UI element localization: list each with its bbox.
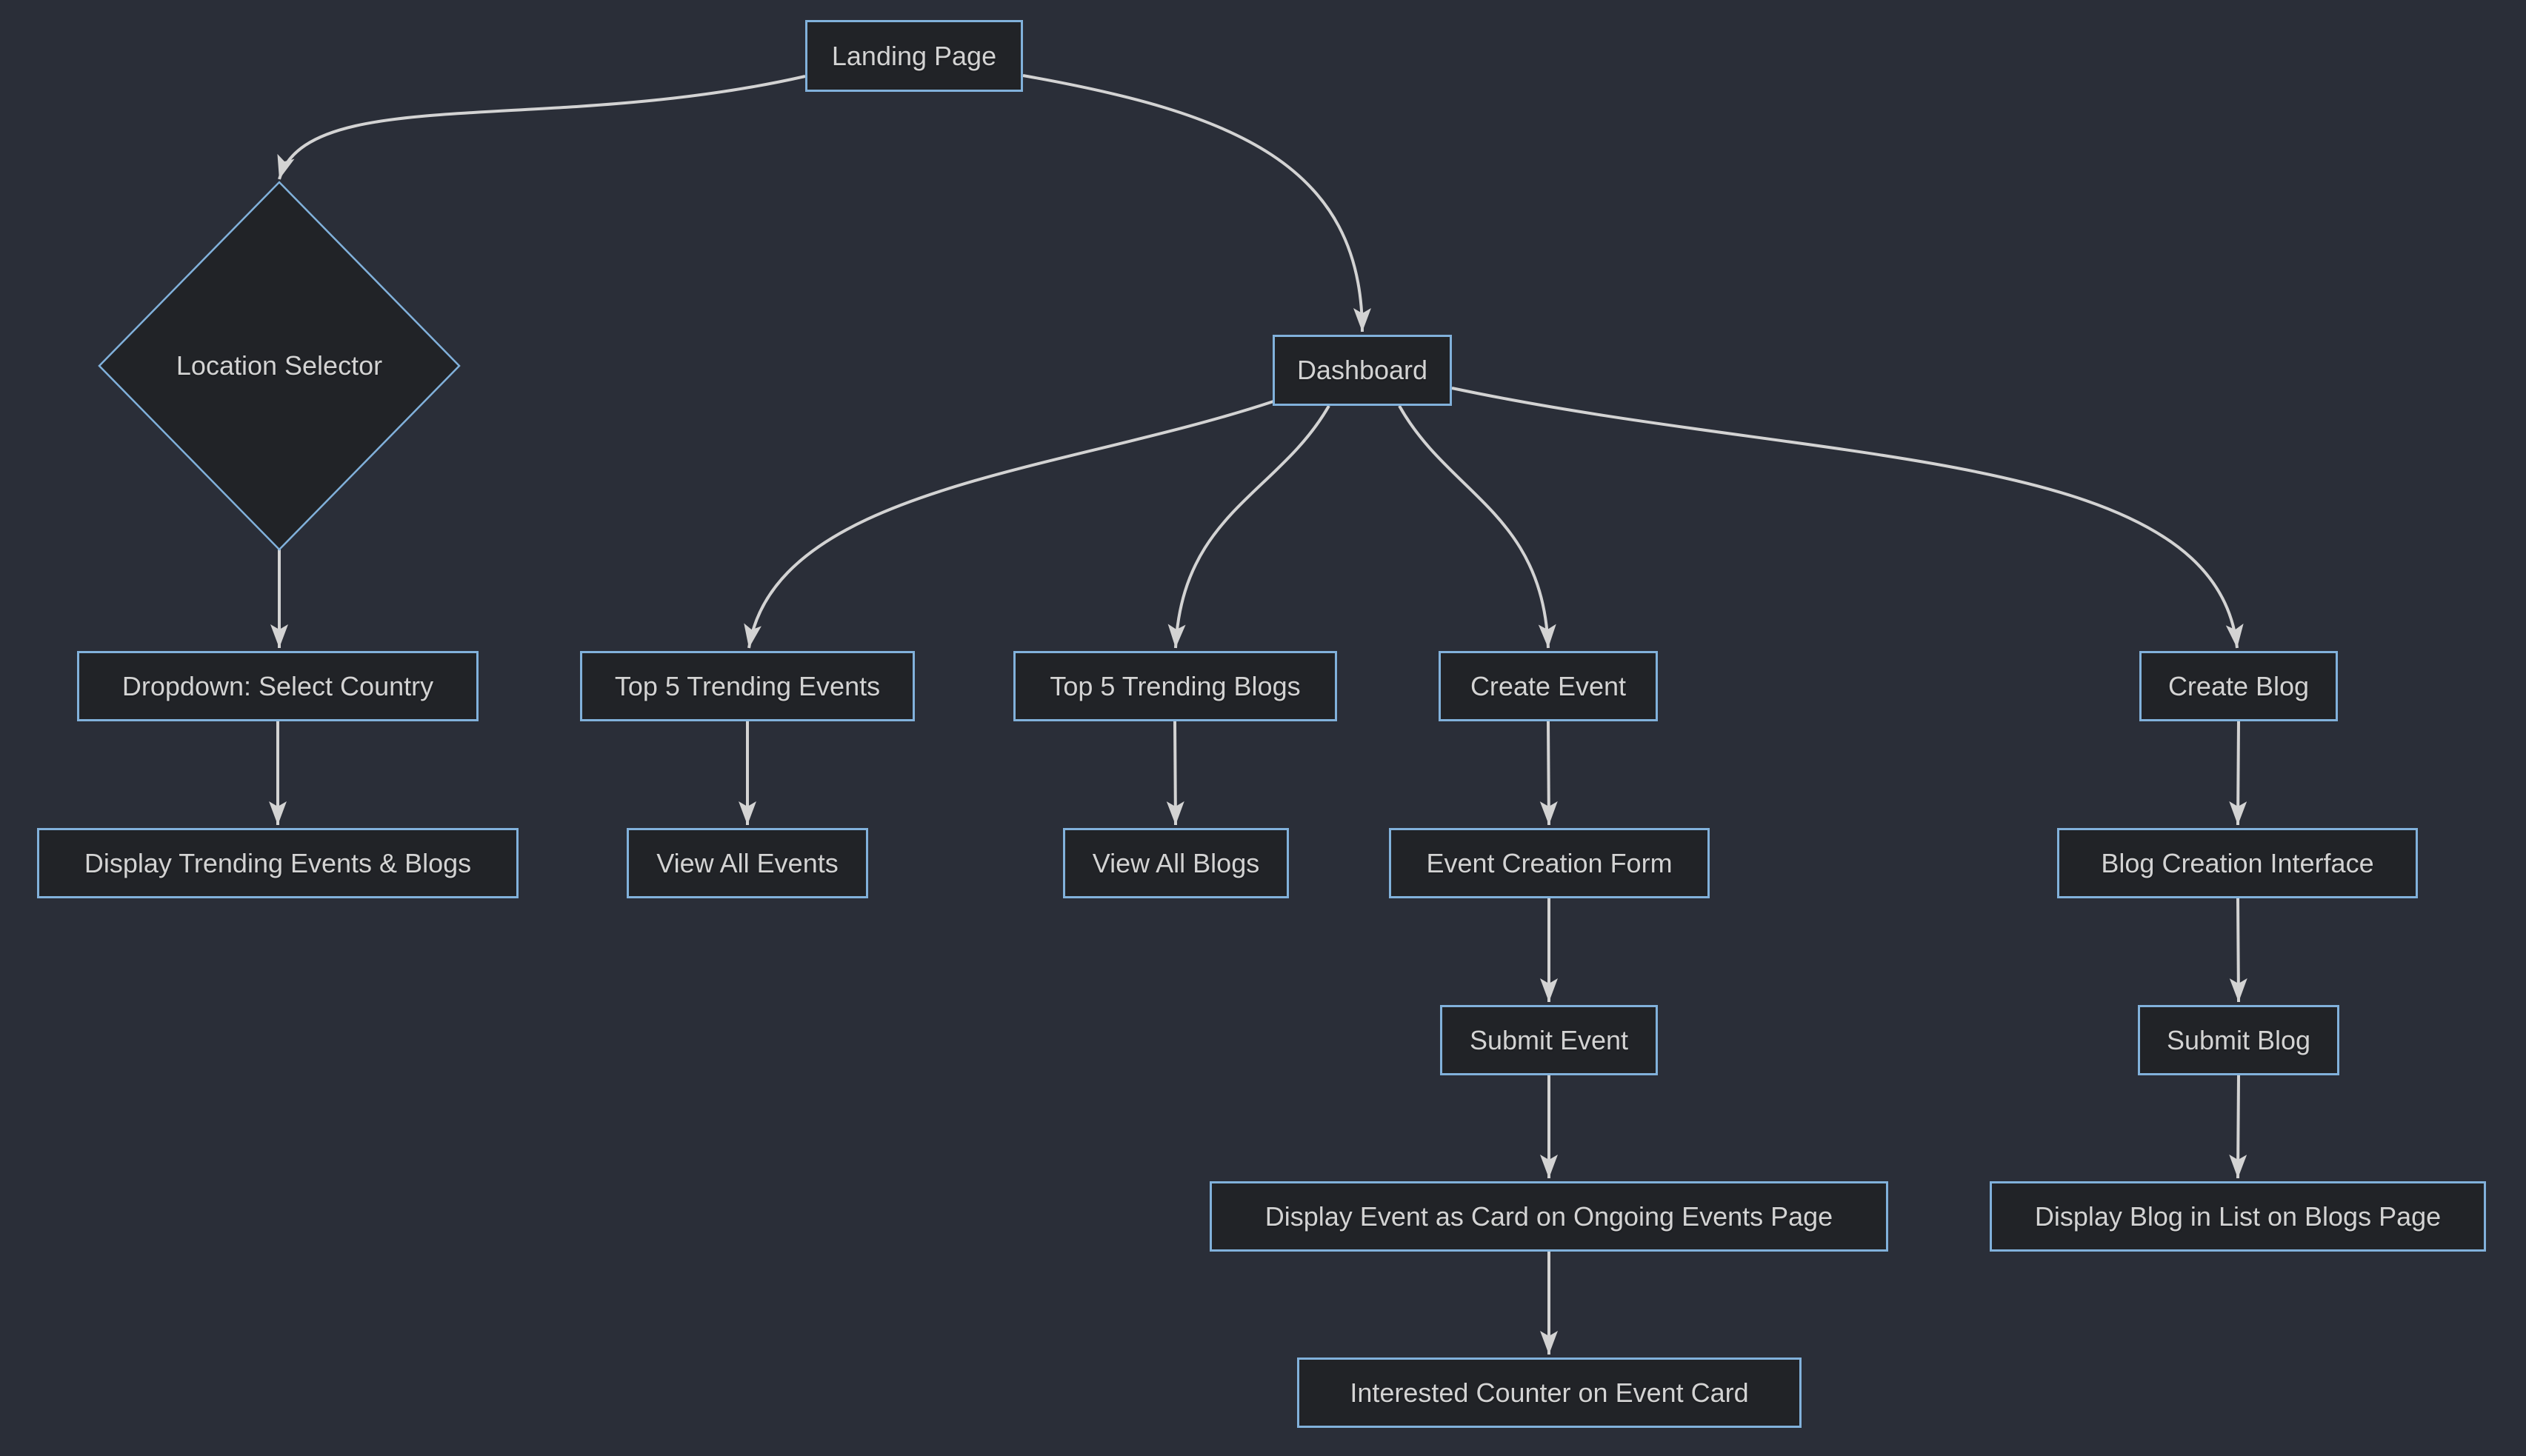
node-top5events-label: Top 5 Trending Events [614,670,881,701]
edge-dashboard-to-createblog [1451,387,2244,649]
node-submitblog-label: Submit Blog [2166,1024,2311,1055]
node-top5events: Top 5 Trending Events [580,651,915,721]
node-interested: Interested Counter on Event Card [1297,1358,1802,1428]
node-viewallblogs-label: View All Blogs [1092,847,1260,878]
node-dashboard: Dashboard [1273,335,1452,406]
edge-dashboard-to-top5blogs [1167,405,1330,649]
edge-createblog-to-bloginterface [2229,721,2247,826]
node-landing-label: Landing Page [831,40,997,71]
node-dropdown: Dropdown: Select Country [77,651,479,721]
node-viewallevents-label: View All Events [656,847,839,878]
node-trending: Display Trending Events & Blogs [37,828,519,898]
node-bloginterface: Blog Creation Interface [2057,828,2418,898]
node-createblog: Create Blog [2139,651,2338,721]
diamond-shapes-layer [98,181,461,551]
node-trending-label: Display Trending Events & Blogs [84,847,472,878]
node-createevent: Create Event [1439,651,1658,721]
node-bloglist-label: Display Blog in List on Blogs Page [2034,1200,2442,1232]
node-top5blogs-label: Top 5 Trending Blogs [1050,670,1301,701]
node-bloginterface-label: Blog Creation Interface [2101,847,2374,878]
node-createblog-label: Create Blog [2167,670,2310,701]
edge-bloginterface-to-submitblog [2229,898,2247,1003]
node-eventcard-label: Display Event as Card on Ongoing Events … [1264,1200,1833,1232]
node-viewallblogs: View All Blogs [1063,828,1289,898]
node-top5blogs: Top 5 Trending Blogs [1013,651,1337,721]
node-landing: Landing Page [805,20,1023,92]
node-submitevent: Submit Event [1440,1005,1658,1075]
edge-top5blogs-to-viewallblogs [1166,721,1184,826]
edge-createevent-to-eventform [1539,721,1558,826]
node-eventcard: Display Event as Card on Ongoing Events … [1210,1181,1888,1252]
node-viewallevents: View All Events [627,828,868,898]
node-location-label: Location Selector [176,350,383,381]
edge-landing-to-dashboard [1022,74,1371,333]
node-createevent-label: Create Event [1470,670,1627,701]
edges-layer [269,74,2247,1355]
edge-dashboard-to-top5events [744,400,1274,649]
node-eventform: Event Creation Form [1389,828,1710,898]
node-submitblog: Submit Blog [2138,1005,2339,1075]
node-dashboard-label: Dashboard [1296,355,1428,386]
edge-landing-to-location [277,75,806,180]
node-bloglist: Display Blog in List on Blogs Page [1990,1181,2486,1252]
node-eventform-label: Event Creation Form [1426,847,1673,878]
edge-submitblog-to-bloglist [2229,1075,2247,1179]
node-submitevent-label: Submit Event [1469,1024,1629,1055]
node-location-shape [98,181,461,551]
node-dropdown-label: Dropdown: Select Country [121,670,434,701]
node-interested-label: Interested Counter on Event Card [1350,1377,1749,1408]
edge-dashboard-to-createevent [1398,405,1556,649]
